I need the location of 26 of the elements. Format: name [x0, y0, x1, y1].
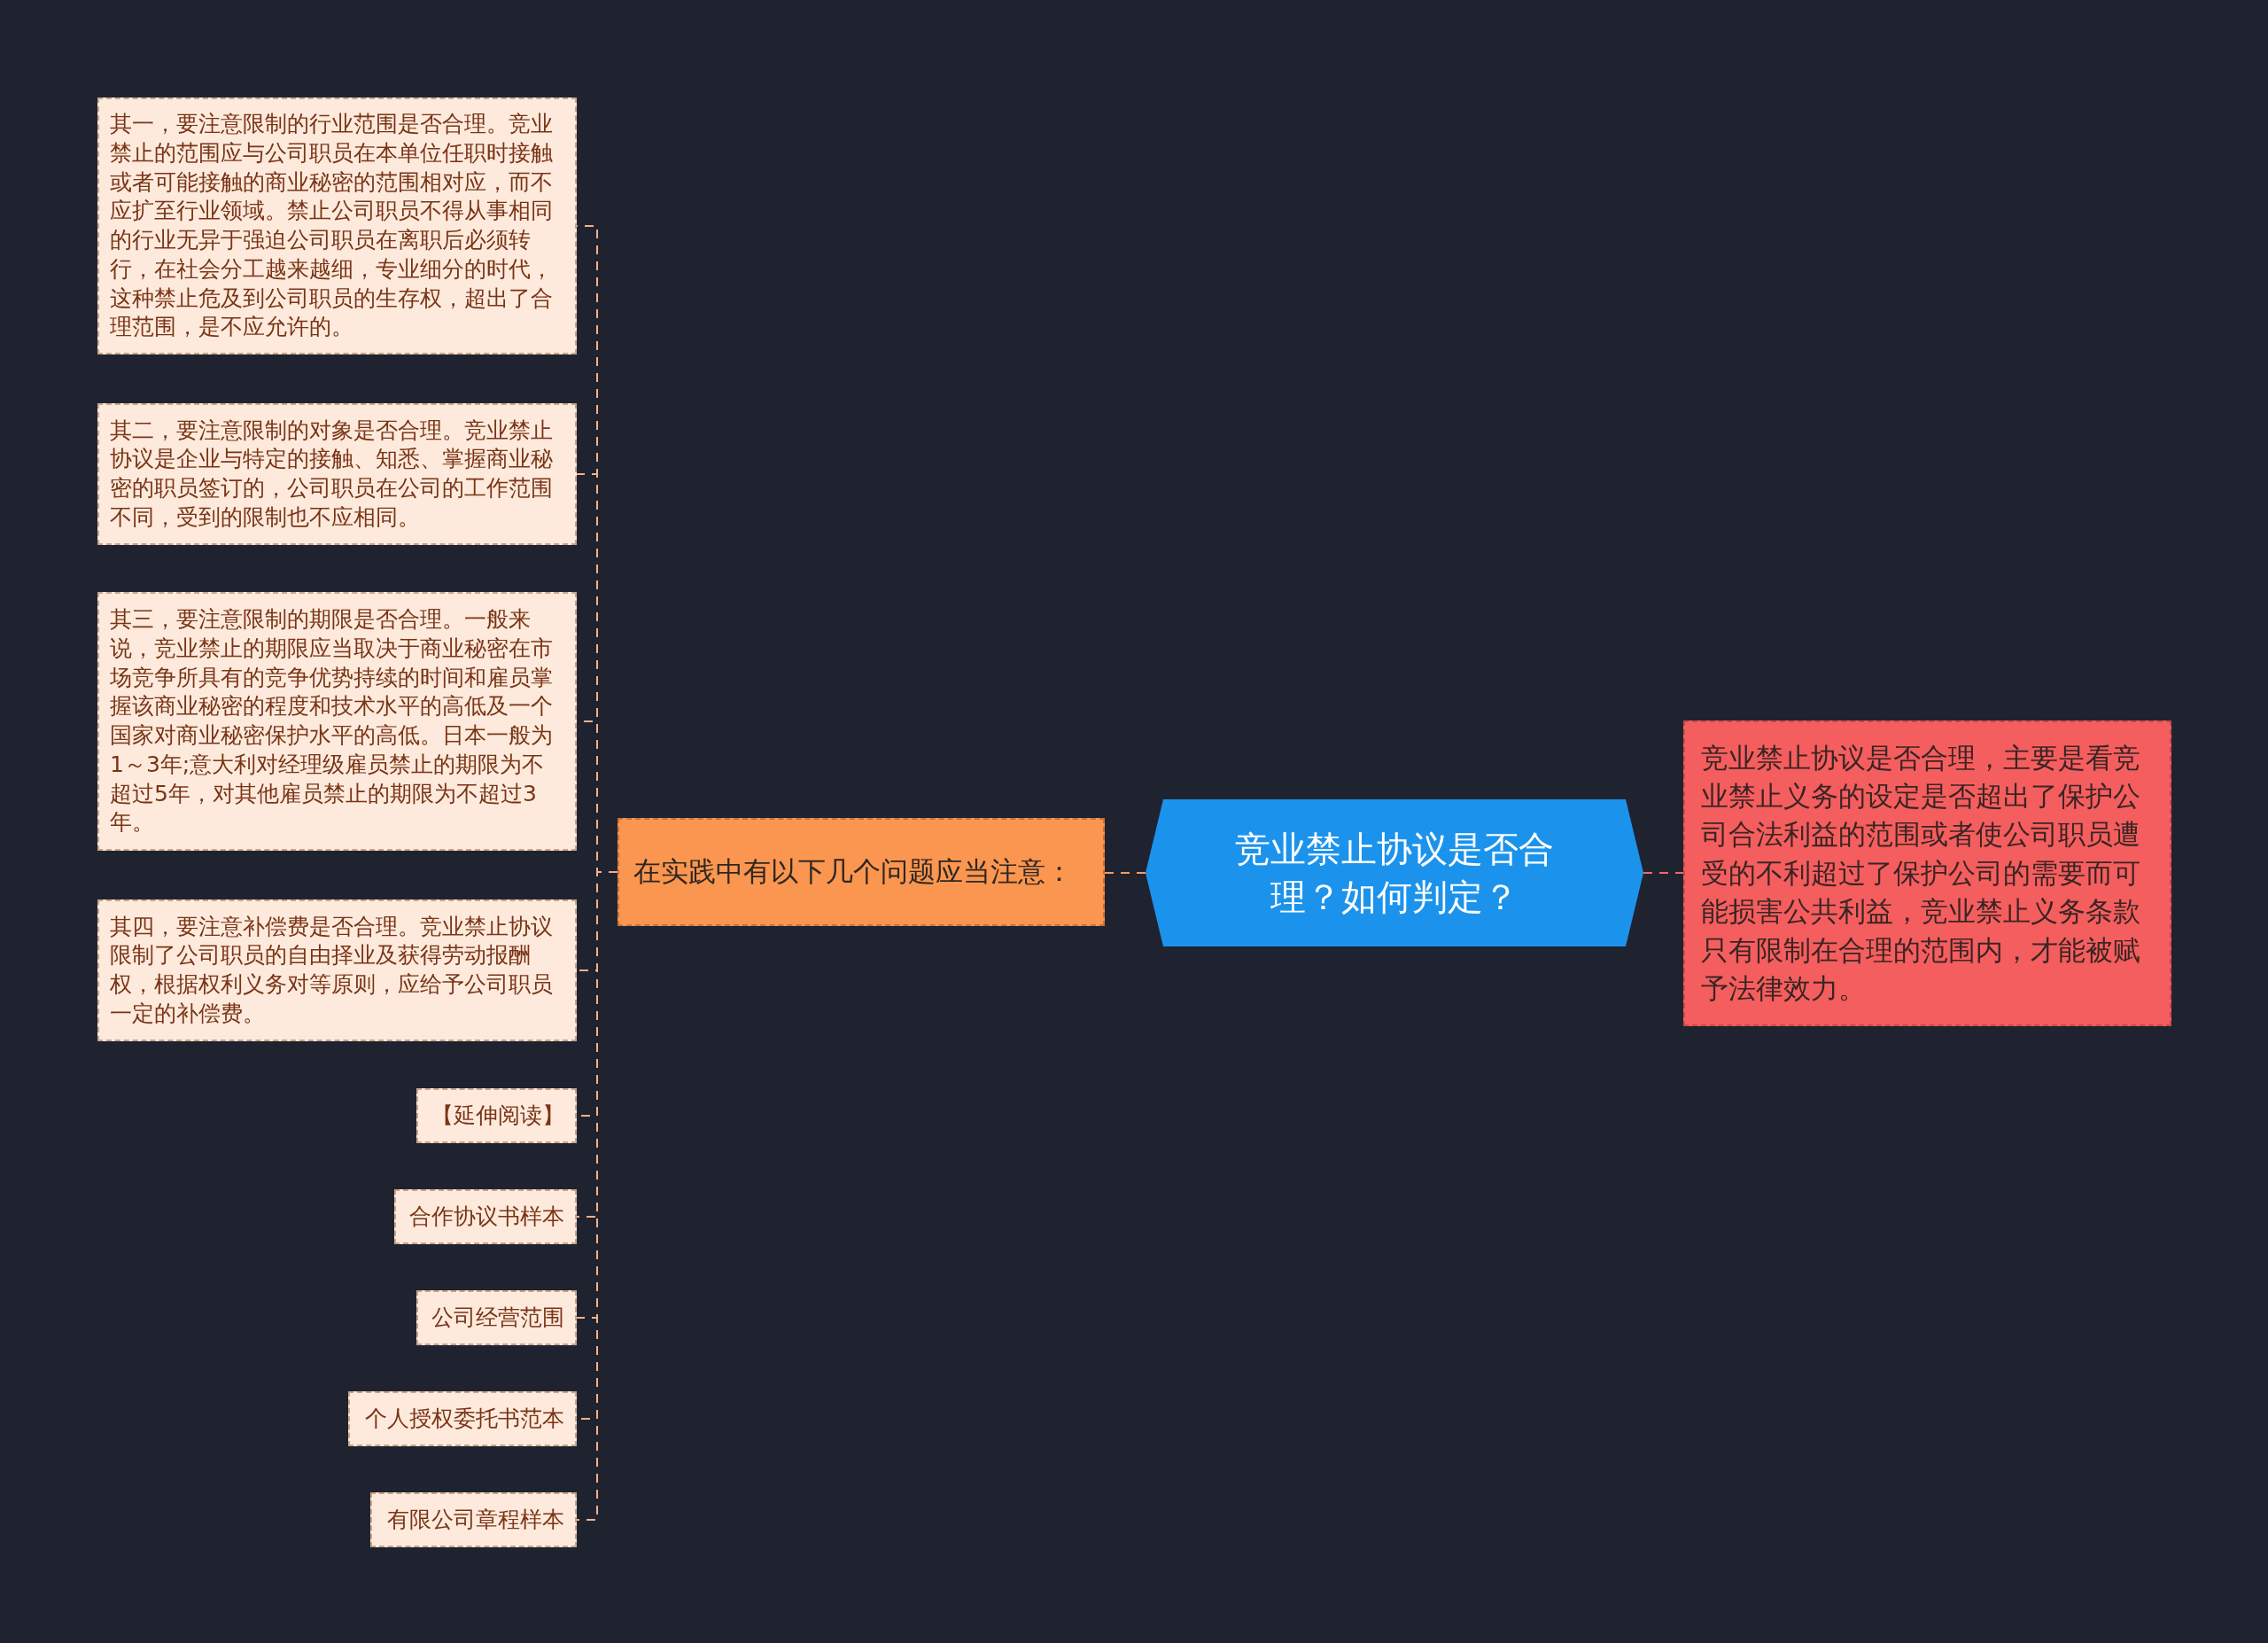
- topic-box: [617, 818, 1105, 926]
- link-box: [348, 1391, 577, 1446]
- link-box: [370, 1492, 577, 1547]
- link-box: [416, 1088, 577, 1143]
- link-text: 个人授权委托书范本: [364, 1406, 564, 1432]
- note-text: 其一，要注意限制的行业范围是否合理。竞业禁止的范围应与公司职员在本单位任职时接触或者可能接触的商业秘密的范围相对应，而不应扩至行业领域。禁止公司职员不得从事相同的行业无异于强迫公司职员在离职后必须转行，在社会分工越来越细，专业细分的时代，这种禁止危及到公司职员的生存权，超出了合理范围，是不应允许的。: [110, 110, 554, 342]
- topic-text: 在实践中有以下几个问题应当注意：: [633, 854, 1074, 890]
- note-text: 其二，要注意限制的对象是否合理。竞业禁止协议是企业与特定的接触、知悉、掌握商业秘密的职员签订的，公司职员在公司的工作范围不同，受到的限制也不应相同。: [110, 416, 554, 532]
- link-text: 合作协议书样本: [408, 1203, 564, 1230]
- note-box: [97, 403, 577, 545]
- connector-line: [1643, 872, 1684, 874]
- note-text: 其三，要注意限制的期限是否合理。一般来说，竞业禁止的期限应当取决于商业秘密在市场竞争所具有的竞争优势持续的时间和雇员掌握该商业秘密的程度和技术水平的高低及一个国家对商业秘密保护水平的高低。日本一般为1～3年;意大利对经理级雇员禁止的期限为不超过5年，对其他雇员禁止的期限为不超过3年。: [110, 605, 554, 837]
- link-text: 有限公司章程样本: [386, 1507, 564, 1533]
- note-text: 竞业禁止协议是否合理，主要是看竞业禁止义务的设定是否超出了保护公司合法利益的范围或者使公司职员遭受的不利超过了保护公司的需要而可能损害公共利益，竞业禁止义务条款只有限制在合理的范围内，才能被赋予法律效力。: [1701, 740, 2141, 1006]
- topic-title: 竞业禁止协议是否合理？如何判定？: [1234, 828, 1555, 919]
- note-text: 其四，要注意补偿费是否合理。竞业禁止协议限制了公司职员的自由择业及获得劳动报酬权，根据权利义务对等原则，应给予公司职员一定的补偿费。: [110, 912, 554, 1028]
- note-box: [1683, 720, 2171, 1026]
- connector-line: [1104, 872, 1146, 874]
- link-box: [416, 1290, 577, 1345]
- hexagon-node: [1146, 799, 1643, 946]
- link-text: 公司经营范围: [431, 1304, 564, 1331]
- note-box: [97, 592, 577, 851]
- note-box: [97, 97, 577, 354]
- link-text: 【延伸阅读】: [431, 1102, 564, 1129]
- link-box: [394, 1189, 577, 1244]
- note-box: [97, 899, 577, 1041]
